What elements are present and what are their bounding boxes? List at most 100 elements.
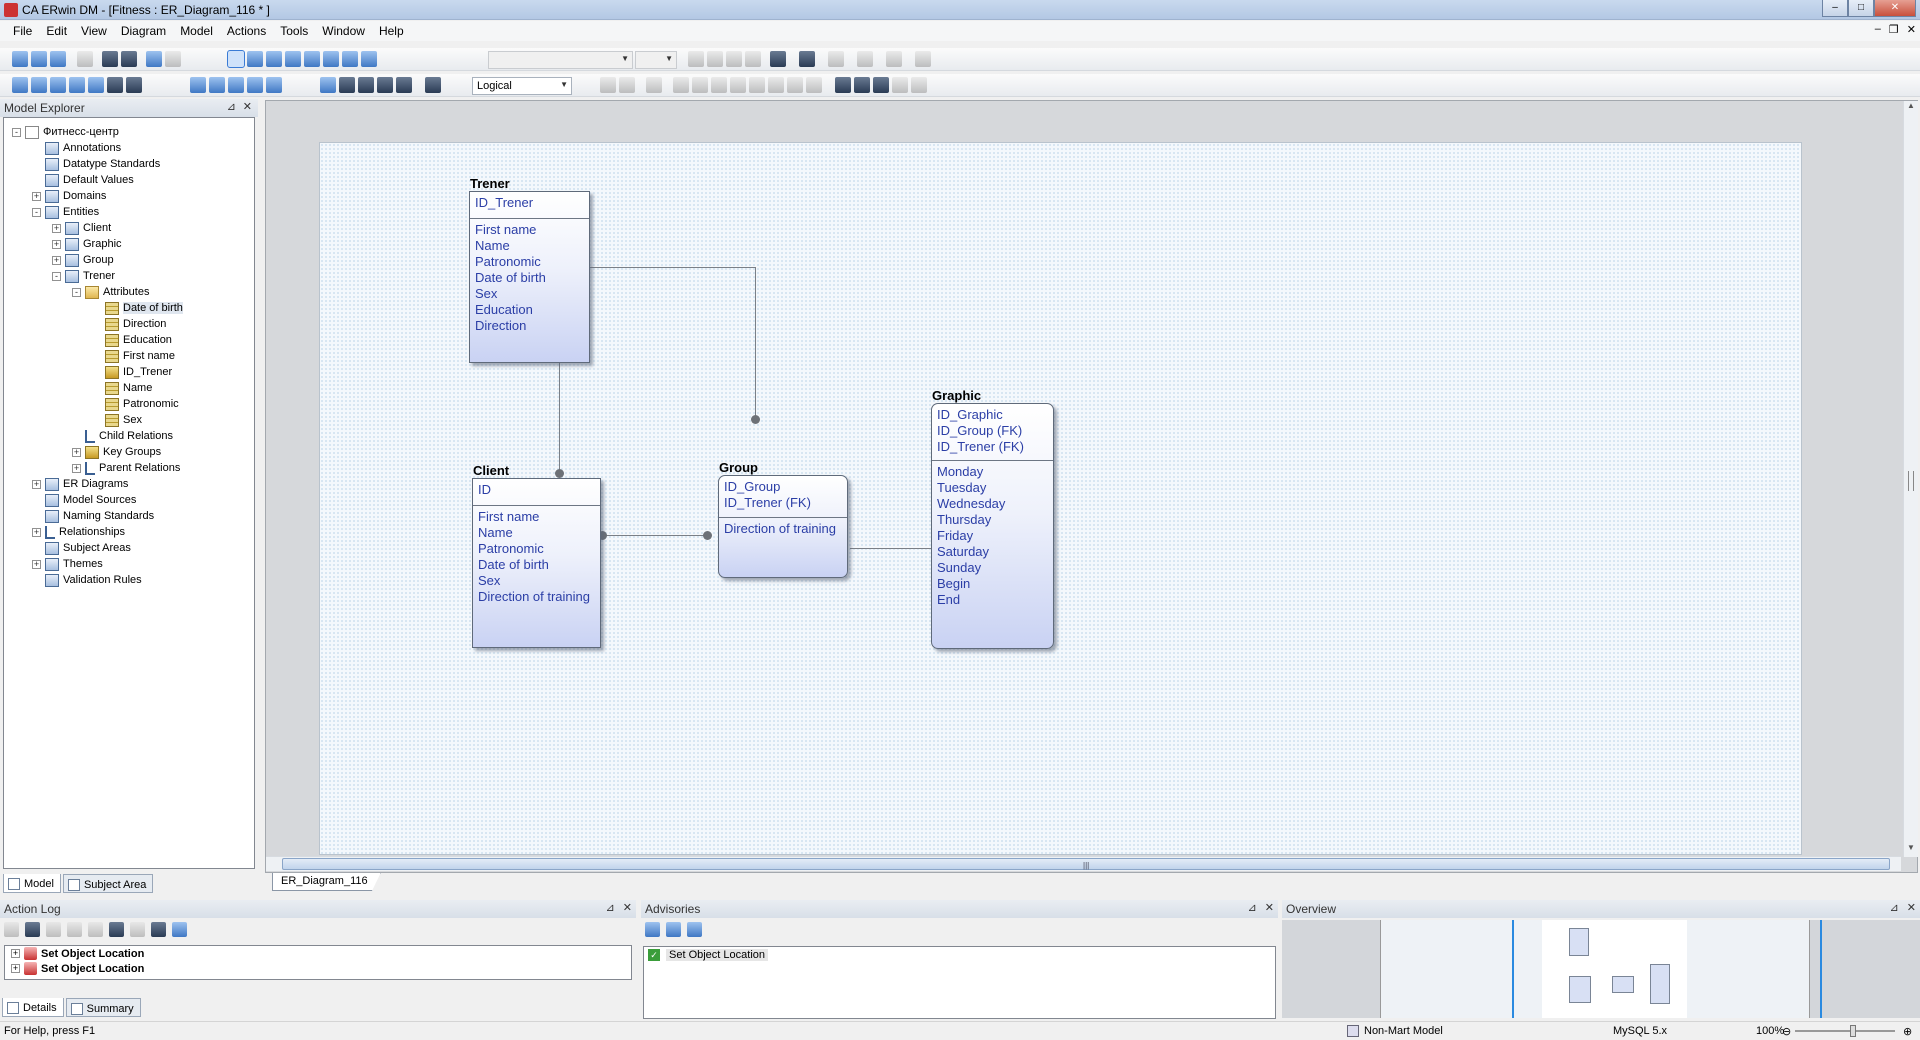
list-item[interactable]: ✓Set Object Location — [644, 947, 1275, 963]
relationship-line[interactable] — [590, 267, 755, 268]
menu-view[interactable]: View — [81, 24, 107, 38]
collapse-icon[interactable]: - — [32, 207, 41, 217]
close-icon[interactable]: ✕ — [1906, 902, 1916, 914]
key-attribute[interactable]: ID_Graphic — [937, 407, 1003, 422]
report-icon[interactable] — [69, 77, 85, 93]
tree-item[interactable]: Model Sources — [12, 492, 183, 508]
tree-item[interactable]: -Entities — [12, 204, 183, 220]
align-right-icon[interactable] — [619, 77, 635, 93]
tab-model[interactable]: Model — [3, 874, 61, 893]
tree-item[interactable]: +Relationships — [12, 524, 183, 540]
tree-item[interactable]: First name — [12, 348, 183, 364]
tab-details[interactable]: Details — [2, 998, 64, 1017]
diagram-canvas[interactable]: Trener ID_Trener First name Name Patrono… — [265, 100, 1918, 873]
options-icon[interactable] — [151, 922, 166, 937]
undo-action-icon[interactable] — [4, 922, 19, 937]
expand-icon[interactable]: + — [52, 238, 61, 249]
redo-icon[interactable] — [165, 51, 181, 67]
tree-item[interactable]: Direction — [12, 316, 183, 332]
tree-item[interactable]: +Graphic — [12, 236, 183, 252]
advisories-list[interactable]: ✓Set Object Location — [643, 946, 1276, 1019]
overview-viewport[interactable] — [1512, 920, 1822, 1018]
unlink-icon[interactable] — [892, 77, 908, 93]
attribute[interactable]: First name — [478, 509, 540, 524]
menu-diagram[interactable]: Diagram — [120, 24, 167, 38]
tree-item[interactable]: +Client — [12, 220, 183, 236]
collapse-icon[interactable]: - — [52, 271, 61, 281]
mdi-minimize-button[interactable]: – — [1874, 23, 1881, 35]
bold-icon[interactable] — [688, 51, 704, 67]
entity-client[interactable]: Client ID First name Name Patronomic Dat… — [472, 463, 601, 648]
foreign-key-attribute[interactable]: ID_Trener (FK) — [724, 495, 811, 510]
maximize-button[interactable]: □ — [1848, 0, 1874, 17]
tab-summary[interactable]: Summary — [65, 998, 141, 1017]
keys-display-icon[interactable] — [377, 77, 393, 93]
expand-icon[interactable]: + — [52, 222, 61, 233]
entity-graphic[interactable]: Graphic ID_Graphic ID_Group (FK) ID_Tren… — [931, 388, 1054, 649]
layout-icon[interactable] — [425, 77, 441, 93]
non-identifying-relationship-icon[interactable] — [323, 51, 339, 67]
tree-item[interactable]: Annotations — [12, 140, 183, 156]
center-icon[interactable] — [730, 77, 746, 93]
list-item[interactable]: +Set Object Location — [11, 947, 145, 960]
forward-engineer-icon[interactable] — [31, 77, 47, 93]
definition-display-icon[interactable] — [396, 77, 412, 93]
tree-item[interactable]: +Group — [12, 252, 183, 268]
menu-actions[interactable]: Actions — [226, 24, 267, 38]
model-properties-icon[interactable] — [88, 77, 104, 93]
tree-item[interactable]: -Фитнесс-центр — [12, 124, 183, 140]
menu-window[interactable]: Window — [322, 24, 365, 38]
key-attribute[interactable]: ID_Group — [724, 479, 781, 494]
attribute[interactable]: Date of birth — [478, 557, 549, 572]
attribute[interactable]: End — [937, 592, 961, 607]
attribute[interactable]: Thursday — [937, 512, 992, 527]
collapse-icon[interactable]: - — [12, 127, 21, 137]
tree-item[interactable]: Default Values — [12, 172, 183, 188]
tab-subject-area[interactable]: Subject Area — [62, 874, 154, 893]
transform-icon[interactable] — [835, 77, 851, 93]
mart-icon[interactable] — [107, 77, 123, 93]
italic-icon[interactable] — [707, 51, 723, 67]
copy-advisory-icon[interactable] — [666, 922, 681, 937]
collapse-icon[interactable]: - — [72, 287, 81, 297]
tree-item[interactable]: +Domains — [12, 188, 183, 204]
attribute[interactable]: Sex — [478, 573, 501, 588]
attribute[interactable]: Direction — [475, 318, 527, 333]
zoom-slider-knob[interactable] — [1850, 1025, 1856, 1037]
attribute[interactable]: Wednesday — [937, 496, 1006, 511]
foreign-key-attribute[interactable]: ID_Trener (FK) — [937, 439, 1024, 454]
vertical-scrollbar[interactable]: ▲ ▼ — [1903, 101, 1918, 857]
same-size-icon[interactable] — [749, 77, 765, 93]
annotation-icon[interactable] — [361, 51, 377, 67]
undo-icon[interactable] — [146, 51, 162, 67]
tree-item[interactable]: Education — [12, 332, 183, 348]
arrange-icon[interactable] — [768, 77, 784, 93]
line-color-icon[interactable] — [828, 51, 844, 67]
attribute[interactable]: Date of birth — [475, 270, 546, 285]
relationship-line[interactable] — [850, 548, 957, 549]
tree-item[interactable]: +ER Diagrams — [12, 476, 183, 492]
tree-item[interactable]: ID_Trener — [12, 364, 183, 380]
space-horizontal-icon[interactable] — [692, 77, 708, 93]
identifying-relationship-icon[interactable] — [285, 51, 301, 67]
attribute[interactable]: Patronomic — [478, 541, 544, 556]
zoom-selection-icon[interactable] — [266, 77, 282, 93]
entity-trener[interactable]: Trener ID_Trener First name Name Patrono… — [469, 176, 590, 363]
pin-icon[interactable]: ⊿ — [605, 902, 615, 914]
subtype-tool-icon[interactable] — [266, 51, 282, 67]
collapse-icon[interactable] — [130, 922, 145, 937]
menu-tools[interactable]: Tools — [280, 24, 309, 38]
zoom-in-icon[interactable]: ⊕ — [1903, 1026, 1913, 1038]
attribute[interactable]: Monday — [937, 464, 984, 479]
expand-icon[interactable]: + — [52, 254, 61, 265]
horizontal-scroll-thumb[interactable]: ||| — [282, 858, 1890, 870]
find-icon[interactable] — [102, 51, 118, 67]
align-left-icon[interactable] — [600, 77, 616, 93]
tree-item[interactable]: Subject Areas — [12, 540, 183, 556]
key-attribute[interactable]: ID — [478, 482, 491, 497]
align-top-icon[interactable] — [646, 77, 662, 93]
zoom-actual-icon[interactable] — [247, 77, 263, 93]
zoom-out-icon[interactable] — [190, 77, 206, 93]
attribute[interactable]: Name — [475, 238, 510, 253]
line-layout-icon[interactable] — [915, 51, 931, 67]
